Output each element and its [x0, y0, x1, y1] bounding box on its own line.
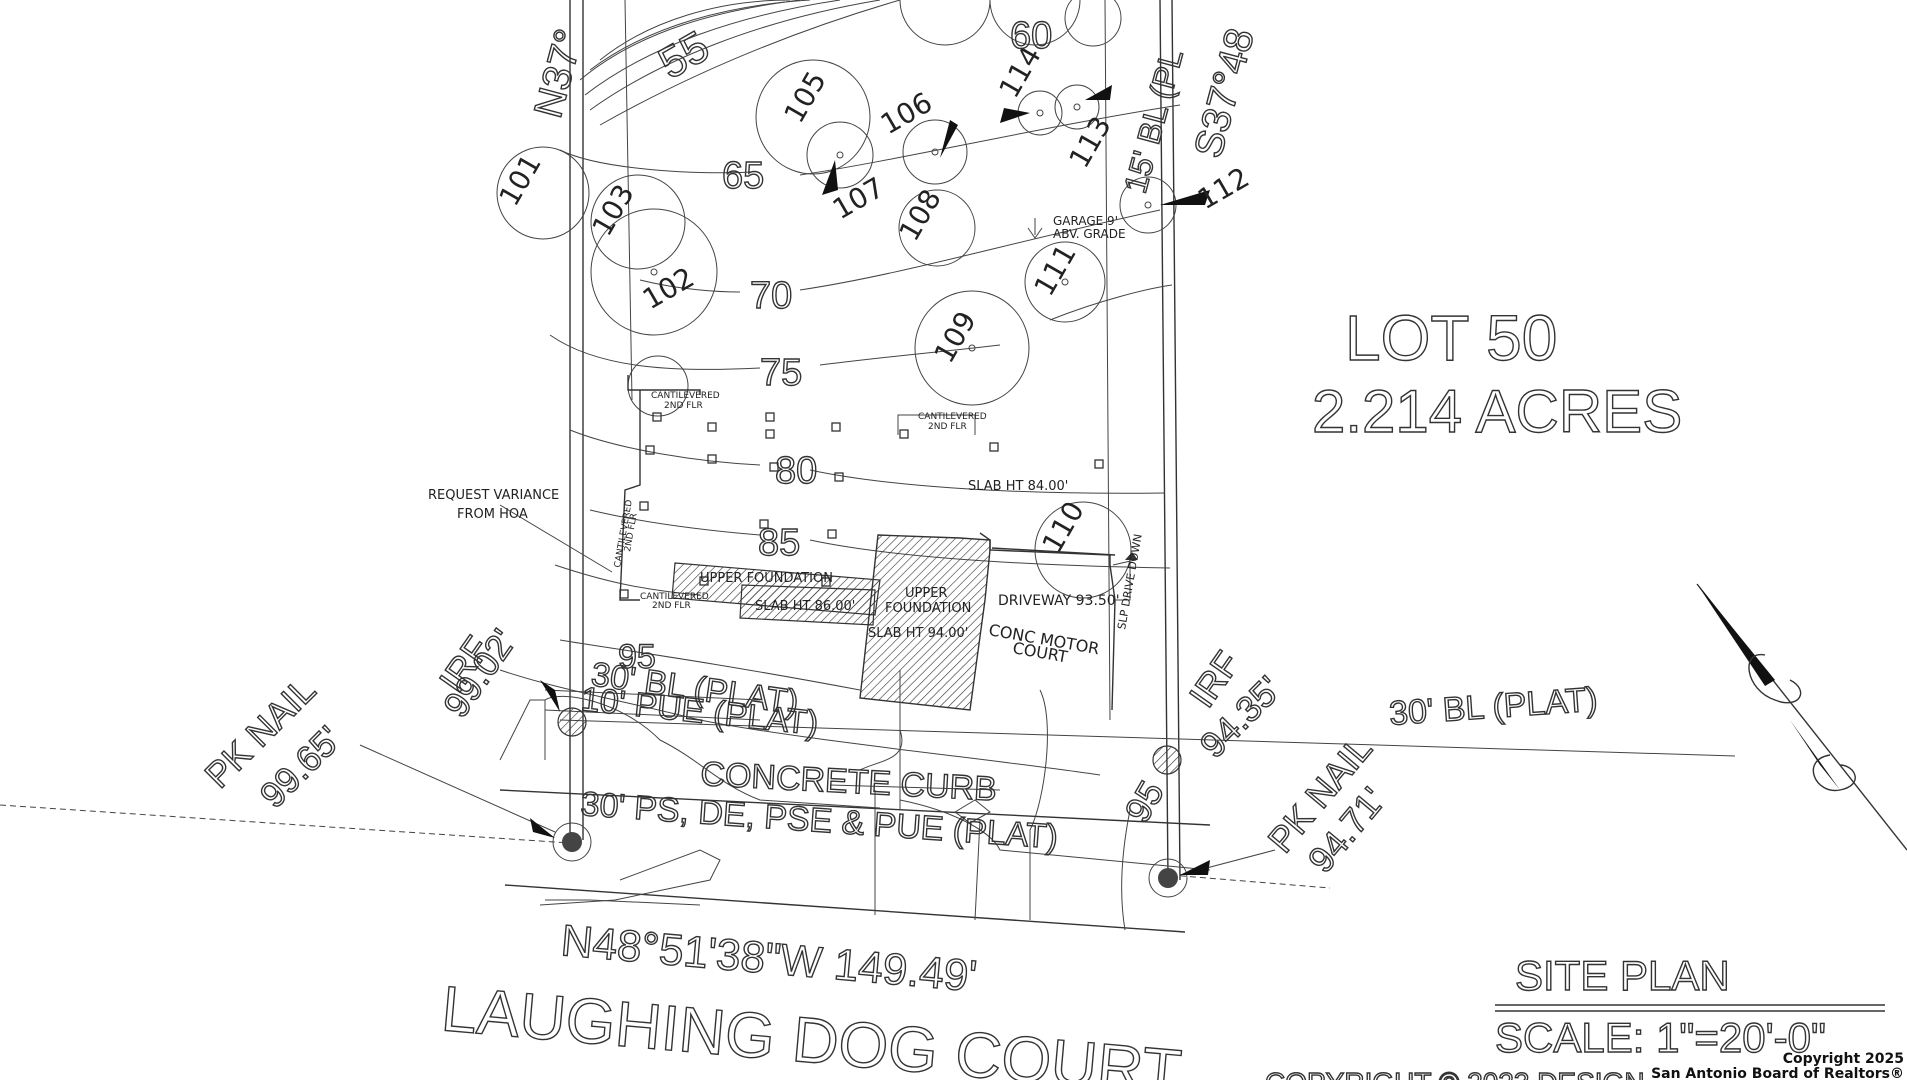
pk-nail-left-marker: [359, 744, 592, 862]
bearing-left-partial: N37°: [526, 25, 592, 123]
svg-text:2ND FLR: 2ND FLR: [928, 422, 967, 432]
columns: [619, 412, 1104, 599]
tree-111: 111: [1024, 239, 1106, 323]
svg-text:108: 108: [892, 184, 947, 247]
svg-text:CANTILEVERED: CANTILEVERED: [640, 592, 709, 602]
lot-area: 2.214 ACRES: [1312, 378, 1682, 445]
street-name: LAUGHING DOG COURT: [439, 972, 1184, 1080]
svg-text:80: 80: [775, 450, 817, 492]
svg-text:101: 101: [492, 149, 547, 212]
north-arrow-icon: [1696, 583, 1907, 851]
tree-113: 113: [1054, 84, 1118, 174]
svg-text:FOUNDATION: FOUNDATION: [885, 601, 971, 616]
svg-text:SLAB HT 86.00': SLAB HT 86.00': [755, 599, 855, 614]
svg-text:SLAB HT 94.00': SLAB HT 94.00': [868, 626, 968, 641]
svg-text:2ND FLR: 2ND FLR: [652, 601, 691, 611]
svg-text:102: 102: [637, 261, 700, 316]
svg-text:CANTILEVERED: CANTILEVERED: [918, 412, 987, 422]
svg-text:112: 112: [1192, 161, 1255, 216]
svg-text:109: 109: [927, 306, 982, 369]
svg-text:110: 110: [1035, 496, 1090, 559]
title-site-plan: SITE PLAN: [1515, 952, 1730, 999]
curb-and-driveway: [499, 552, 1211, 931]
bl-plat-right-label: 30' BL (PLAT): [1388, 681, 1599, 733]
svg-text:111: 111: [1027, 239, 1082, 302]
svg-text:105: 105: [777, 66, 832, 129]
svg-text:75: 75: [760, 352, 802, 394]
tree-108: 108: [892, 184, 976, 267]
scale-label: SCALE: 1"=20'-0": [1495, 1014, 1826, 1061]
bearing-right-partial: S37°48: [1186, 24, 1263, 163]
svg-text:65: 65: [722, 155, 764, 197]
side-setback-label: 15' BL (PL: [1117, 45, 1190, 197]
svg-text:San Antonio Board of Realtors®: San Antonio Board of Realtors®: [1651, 1066, 1904, 1080]
svg-text:103: 103: [585, 179, 640, 242]
svg-text:60: 60: [1010, 15, 1052, 57]
svg-text:95: 95: [618, 638, 656, 676]
svg-text:ABV. GRADE: ABV. GRADE: [1053, 227, 1126, 241]
tree-105: 105: [755, 59, 874, 189]
title-block: SITE PLAN SCALE: 1"=20'-0": [1494, 951, 1885, 1062]
copyright-partial: COPYRIGHT © 2023 DESIGN: [1265, 1067, 1645, 1080]
svg-text:Copyright 2025: Copyright 2025: [1783, 1051, 1904, 1067]
svg-text:REQUEST VARIANCE: REQUEST VARIANCE: [428, 488, 559, 503]
svg-text:CANTILEVERED: CANTILEVERED: [651, 391, 720, 401]
tree-101: 101: [492, 146, 590, 240]
tree-106: 106: [875, 86, 968, 185]
irf-right-marker: [1152, 745, 1182, 775]
trees: 101 102 103 105 106 107 108: [492, 0, 1255, 599]
lot-number: LOT 50: [1345, 302, 1557, 374]
building-footprint: [619, 375, 1116, 711]
survey-markers: [359, 680, 1276, 898]
contour-labels: 55 60 65 70 75 80 85 95 95: [617, 14, 1172, 829]
svg-text:GARAGE 9': GARAGE 9': [1053, 214, 1118, 228]
property-lines: [0, 0, 1736, 933]
svg-text:106: 106: [875, 86, 938, 141]
svg-text:DRIVEWAY 93.50': DRIVEWAY 93.50': [998, 593, 1120, 609]
svg-text:113: 113: [1062, 111, 1117, 174]
upper-foundation-2: [859, 534, 991, 711]
svg-text:UPPER FOUNDATION: UPPER FOUNDATION: [700, 571, 833, 586]
tree-110: 110: [1034, 496, 1132, 599]
svg-text:70: 70: [750, 275, 792, 317]
watermark: Copyright 2025 San Antonio Board of Real…: [1651, 1051, 1904, 1080]
svg-text:UPPER: UPPER: [905, 586, 947, 601]
irf-left-marker: [540, 680, 587, 737]
svg-text:SLAB HT 84.00': SLAB HT 84.00': [968, 479, 1068, 494]
svg-text:2ND FLR: 2ND FLR: [664, 401, 703, 411]
svg-text:FROM HOA: FROM HOA: [457, 507, 528, 522]
tree-103: 103: [585, 174, 686, 270]
pk-nail-right-marker: [1148, 849, 1276, 898]
